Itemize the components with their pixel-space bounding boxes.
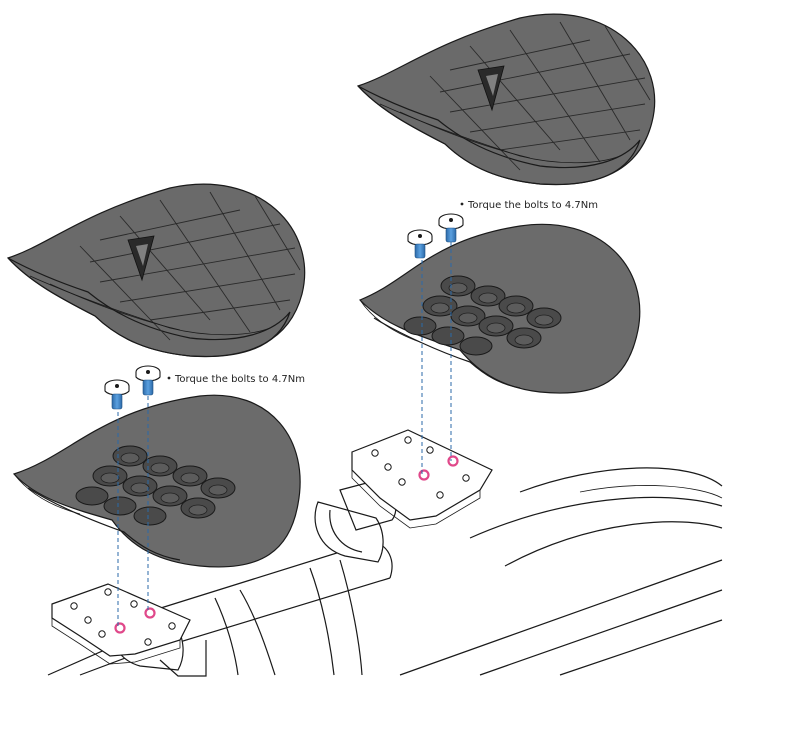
- right-mount-plate: [351, 429, 493, 529]
- left-bolts: [104, 365, 161, 410]
- right-bolts: [407, 213, 464, 259]
- bolt-icon: [407, 229, 433, 259]
- torque-note-left: Torque the bolts to 4.7Nm: [174, 374, 305, 385]
- bolt-icon: [135, 365, 161, 396]
- callout-lower-left: Torque the bolts to 4.7Nm: [167, 374, 305, 385]
- bolt-icon: [438, 213, 464, 243]
- left-mount-plate: [51, 583, 191, 665]
- bullet-dot: [460, 202, 464, 206]
- left-foam-pad: [6, 183, 306, 358]
- callout-upper-right: Torque the bolts to 4.7Nm: [460, 200, 598, 211]
- bolt-icon: [104, 379, 130, 410]
- right-armrest-cup: [358, 223, 641, 394]
- alignment-guides: [117, 242, 452, 628]
- left-armrest-cup: [12, 394, 301, 568]
- bullet-dot: [167, 376, 171, 380]
- torque-note-right: Torque the bolts to 4.7Nm: [467, 200, 598, 211]
- right-foam-pad: [356, 13, 656, 186]
